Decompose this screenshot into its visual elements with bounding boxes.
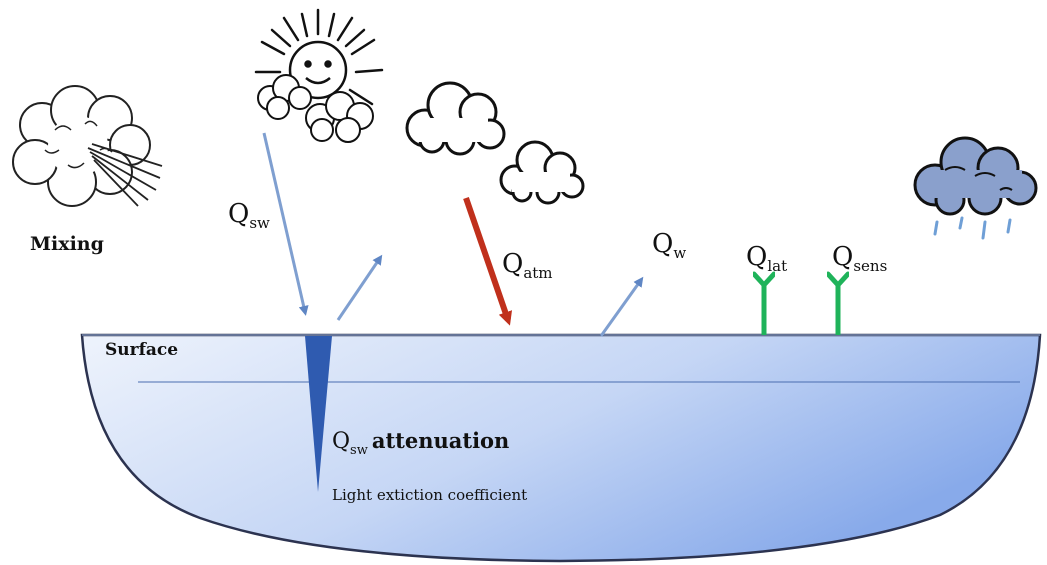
storm-cloud-icon (913, 136, 1038, 240)
surface-label: Surface (105, 340, 178, 360)
qlat-label: Qlat (746, 242, 787, 275)
shortwave-incoming-arrow (262, 132, 309, 316)
water-radiation-arrow (599, 276, 644, 337)
cloud-icon (257, 74, 374, 143)
cloud-icon (499, 140, 585, 205)
attenuation-wedge (305, 336, 332, 492)
qatm-label: Qatm (502, 249, 553, 282)
water-body (80, 333, 1042, 563)
qw-label: Qw (652, 229, 686, 262)
wind-cloud-icon (12, 85, 163, 207)
cloud-icon (405, 81, 506, 156)
shortwave-reflected-arrow (336, 254, 383, 321)
extinction-label: Light extiction coefficient (332, 486, 527, 504)
qsw-label: Qsw (228, 199, 270, 232)
qsens-label: Qsens (832, 242, 887, 275)
sun-icon (254, 8, 384, 106)
mixing-label: Mixing (30, 233, 104, 255)
atmospheric-radiation-arrow (463, 197, 513, 326)
